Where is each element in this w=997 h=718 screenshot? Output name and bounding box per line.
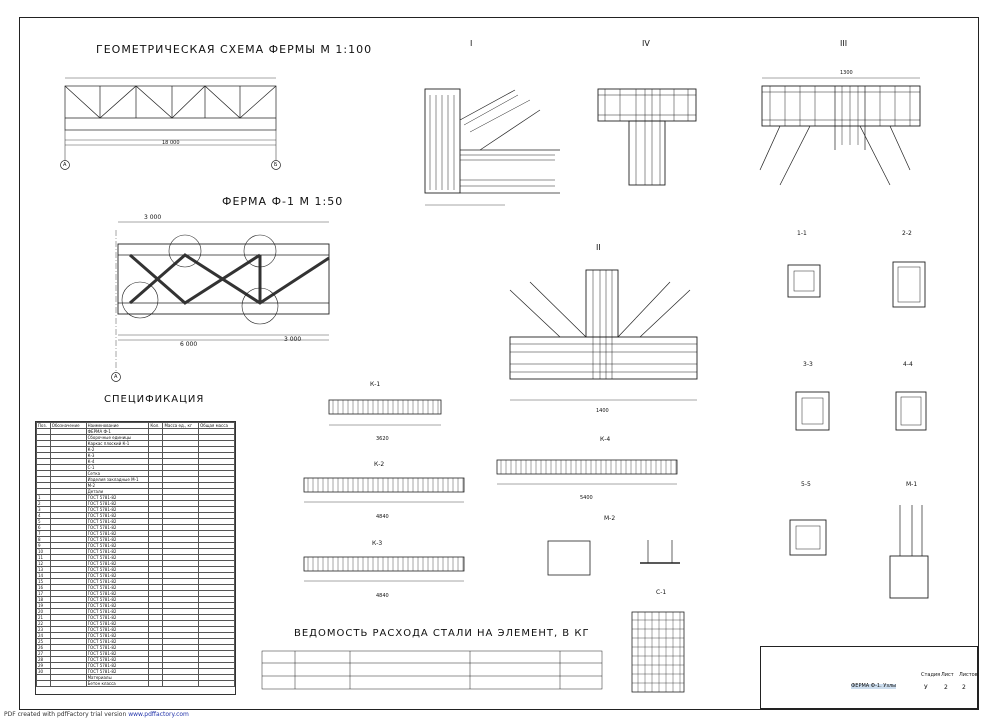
embedded-m2-mesh-c1 xyxy=(547,540,685,693)
axis-a-marker: А xyxy=(63,162,67,168)
cage-k1-label: К-1 xyxy=(370,381,381,388)
drawing-frame xyxy=(19,17,979,710)
k1-dim: 3620 xyxy=(376,436,389,442)
sections xyxy=(787,261,929,599)
embedded-m1-label: М-1 xyxy=(906,481,918,488)
geometry-title: ГЕОМЕТРИЧЕСКАЯ СХЕМА ФЕРМЫ М 1:100 xyxy=(96,43,373,56)
axis-a-marker-truss: А xyxy=(114,374,118,380)
spec-row: ФЕРМА Ф-1 xyxy=(36,428,235,435)
node-I-label: I xyxy=(470,39,473,48)
node-IV-label: IV xyxy=(642,39,650,48)
truss-dim-3000a: 3 000 xyxy=(144,214,162,221)
footer-text: PDF created with pdfFactory trial versio… xyxy=(4,711,127,718)
node3-dim: 1300 xyxy=(840,70,853,76)
spec-row: Каркас плоский К-1 xyxy=(36,440,235,447)
spec-title: СПЕЦИФИКАЦИЯ xyxy=(104,394,205,405)
k2-dim: 4840 xyxy=(376,514,389,520)
spec-row: Бетон класса xyxy=(36,680,235,687)
stamp-stage: У xyxy=(924,684,928,691)
section-5-5-label: 5-5 xyxy=(801,481,811,488)
stamp-stage-label: Стадия xyxy=(921,672,941,678)
geometric-scheme xyxy=(60,77,281,170)
footer-link[interactable]: www.pdffactory.com xyxy=(128,711,189,718)
spec-cell xyxy=(148,680,164,687)
spec-cell xyxy=(36,680,51,687)
section-1-1-label: 1-1 xyxy=(797,230,807,237)
node2-dim: 1400 xyxy=(596,408,609,414)
title-block: Стадия Лист Листов У 2 2 ФЕРМА Ф-1. Узлы xyxy=(760,646,978,709)
node-III xyxy=(759,77,921,186)
spec-cell xyxy=(198,680,235,687)
cage-stirrups xyxy=(307,400,677,571)
node-II-label: II xyxy=(596,243,601,252)
geom-total-dim: 18 000 xyxy=(162,140,180,146)
mesh-grid xyxy=(632,612,684,692)
k3-dim: 4840 xyxy=(376,593,389,599)
axis-b-marker: Б xyxy=(274,162,278,168)
node-I xyxy=(424,88,560,206)
embedded-m2-label: М-2 xyxy=(604,515,616,522)
pdf-footer: PDF created with pdfFactory trial versio… xyxy=(4,711,189,718)
mesh-c1-label: С-1 xyxy=(656,589,667,596)
spec-cell xyxy=(162,680,200,687)
truss-title: ФЕРМА Ф-1 М 1:50 xyxy=(222,195,344,208)
truss-dim-3000b: 3 000 xyxy=(284,336,302,343)
node-IV xyxy=(597,88,697,186)
stamp-sheets: 2 xyxy=(962,684,966,691)
section-4-4-label: 4-4 xyxy=(903,361,913,368)
node-II xyxy=(509,269,698,401)
stamp-title: ФЕРМА Ф-1. Узлы xyxy=(851,683,897,689)
cage-k2-label: К-2 xyxy=(374,461,385,468)
k4-dim: 5400 xyxy=(580,495,593,501)
spec-row: К-3 xyxy=(36,452,235,459)
stamp-sheet: 2 xyxy=(944,684,948,691)
truss-dim-6000: 6 000 xyxy=(180,341,198,348)
cage-k3-label: К-3 xyxy=(372,540,383,547)
stamp-sheets-label: Листов xyxy=(959,672,978,678)
spec-cell xyxy=(49,680,87,687)
cages xyxy=(303,399,678,582)
cage-k4-label: К-4 xyxy=(600,436,611,443)
steel-table xyxy=(261,650,603,690)
stamp-sheet-label: Лист xyxy=(941,672,954,678)
truss-f1 xyxy=(111,221,330,382)
steel-title: ВЕДОМОСТЬ РАСХОДА СТАЛИ НА ЭЛЕМЕНТ, В КГ xyxy=(294,628,590,639)
node-III-label: III xyxy=(840,39,848,48)
section-2-2-label: 2-2 xyxy=(902,230,912,237)
spec-cell: Бетон класса xyxy=(85,680,150,687)
section-3-3-label: 3-3 xyxy=(803,361,813,368)
